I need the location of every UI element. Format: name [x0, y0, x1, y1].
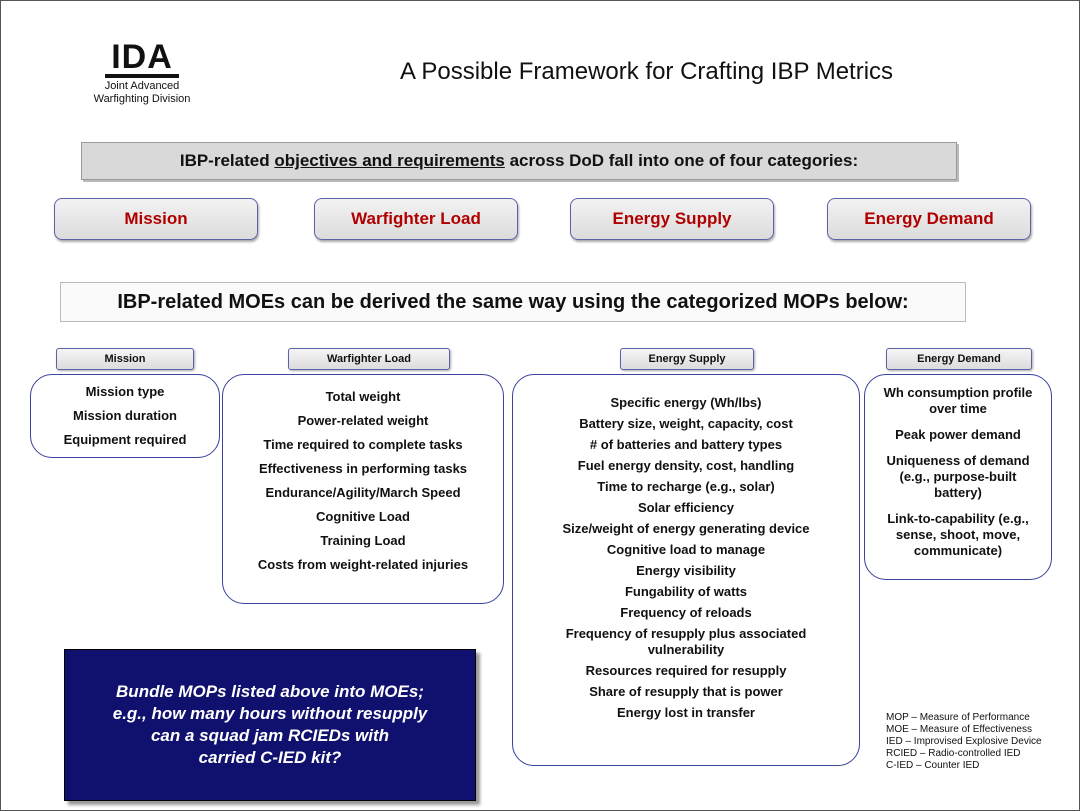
banner-prefix: IBP-related: [179, 151, 275, 170]
logo-text: IDA: [111, 38, 173, 76]
mop-box-mission: Mission type Mission duration Equipment …: [30, 374, 220, 458]
category-mission: Mission: [54, 198, 258, 240]
logo-subtitle-1: Joint Advanced: [104, 80, 180, 92]
mop-tab-warfighter-load: Warfighter Load: [288, 348, 450, 370]
banner-suffix: across DoD fall into one of four categor…: [504, 151, 859, 170]
mop-item: Wh consumption profile over time: [883, 385, 1033, 416]
mop-item: Costs from weight-related injuries: [257, 557, 469, 572]
logo-underline: [105, 74, 179, 78]
objectives-banner: IBP-related objectives and requirements …: [81, 142, 957, 180]
category-warfighter-load: Warfighter Load: [314, 198, 518, 240]
mop-item: # of batteries and battery types: [589, 437, 783, 452]
mop-item: Effectiveness in performing tasks: [258, 461, 468, 476]
bundle-note: Bundle MOPs listed above into MOEs; e.g.…: [64, 649, 476, 801]
mop-item: Time required to complete tasks: [263, 437, 463, 452]
mop-item: Equipment required: [63, 432, 187, 447]
mop-item: Size/weight of energy generating device: [562, 521, 810, 536]
mop-item: Frequency of reloads: [620, 605, 752, 620]
mop-item: Training Load: [320, 533, 406, 548]
mop-box-energy-supply: Specific energy (Wh/lbs) Battery size, w…: [512, 374, 860, 766]
mop-item: Fuel energy density, cost, handling: [577, 458, 795, 473]
mop-box-warfighter-load: Total weight Power-related weight Time r…: [222, 374, 504, 604]
mop-item: Cognitive Load: [316, 509, 410, 524]
mop-box-energy-demand: Wh consumption profile over time Peak po…: [864, 374, 1052, 580]
abbreviations-legend: MOP – Measure of Performance MOE – Measu…: [886, 712, 1042, 772]
mop-item: Battery size, weight, capacity, cost: [579, 416, 793, 431]
abbreviation-item: MOE – Measure of Effectiveness: [886, 724, 1032, 735]
mop-item: Resources required for resupply: [585, 663, 787, 678]
mop-item: Energy visibility: [636, 563, 736, 578]
note-line-1: Bundle MOPs listed above into MOEs;: [116, 682, 424, 701]
abbreviation-item: IED – Improvised Explosive Device: [886, 736, 1042, 747]
note-line-4: carried C-IED kit?: [198, 748, 342, 767]
mop-tab-energy-supply: Energy Supply: [620, 348, 754, 370]
mop-item: Endurance/Agility/March Speed: [265, 485, 461, 500]
ida-logo: IDA Joint Advanced Warfighting Division: [82, 40, 202, 106]
mop-item: Fungability of watts: [624, 584, 748, 599]
mop-tab-energy-demand: Energy Demand: [886, 348, 1032, 370]
note-line-3: can a squad jam RCIEDs with: [150, 726, 390, 745]
mop-item: Cognitive load to manage: [606, 542, 766, 557]
abbreviation-item: MOP – Measure of Performance: [886, 712, 1030, 723]
mop-item: Solar efficiency: [637, 500, 735, 515]
mop-item: Total weight: [325, 389, 401, 404]
category-energy-supply: Energy Supply: [570, 198, 774, 240]
mop-item: Share of resupply that is power: [589, 684, 783, 699]
banner-underlined: objectives and requirements: [274, 151, 505, 170]
moe-banner: IBP-related MOEs can be derived the same…: [60, 282, 966, 322]
mop-item: Uniqueness of demand (e.g., purpose-buil…: [886, 453, 1030, 500]
mop-tab-mission: Mission: [56, 348, 194, 370]
slide-title: A Possible Framework for Crafting IBP Me…: [400, 58, 894, 85]
note-line-2: e.g., how many hours without resupply: [112, 704, 428, 723]
mop-item: Energy lost in transfer: [617, 705, 755, 720]
mop-item: Mission duration: [73, 408, 177, 423]
mop-item: Peak power demand: [895, 427, 1021, 442]
mop-item: Time to recharge (e.g., solar): [597, 479, 775, 494]
mop-item: Power-related weight: [297, 413, 429, 428]
mop-item: Link-to-capability (e.g., sense, shoot, …: [887, 511, 1029, 558]
mop-item: Specific energy (Wh/lbs): [610, 395, 762, 410]
mop-item: Frequency of resupply plus associated vu…: [565, 626, 807, 657]
logo-subtitle-2: Warfighting Division: [93, 93, 191, 105]
abbreviation-item: C-IED – Counter IED: [886, 760, 980, 771]
abbreviation-item: RCIED – Radio-controlled IED: [886, 748, 1021, 759]
mop-item: Mission type: [85, 384, 165, 399]
category-energy-demand: Energy Demand: [827, 198, 1031, 240]
